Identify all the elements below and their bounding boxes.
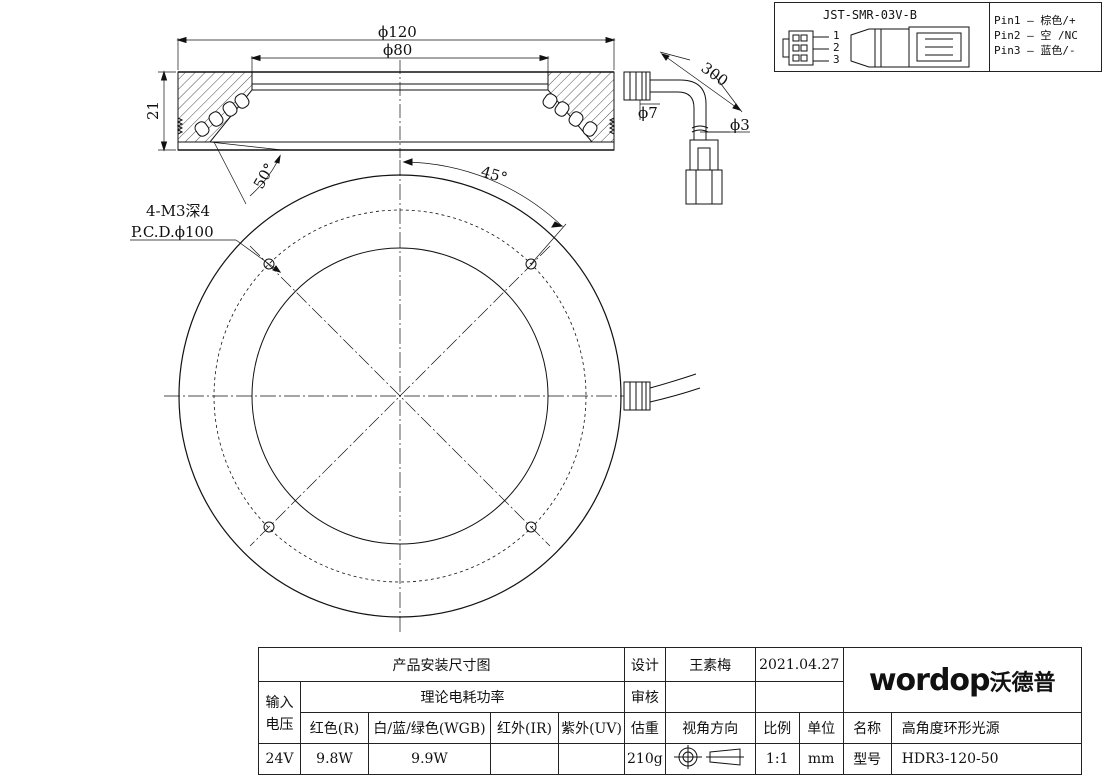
company-logo: wordop沃德普 bbox=[842, 647, 1082, 713]
red-power: 9.8W bbox=[300, 743, 369, 775]
pin-number-2: 2 bbox=[833, 41, 840, 54]
projection-icon bbox=[674, 745, 745, 769]
reviewer-cell bbox=[664, 681, 756, 713]
scale-label: 比例 bbox=[754, 712, 800, 744]
col-ir: 红外(IR) bbox=[490, 712, 559, 744]
side-section-view bbox=[158, 36, 616, 205]
dim-outer-dia: ϕ120 bbox=[378, 23, 417, 41]
led-right-group bbox=[542, 93, 598, 137]
dim-cable-outer: ϕ7 bbox=[638, 104, 658, 122]
pcd-spec: P.C.D.ϕ100 bbox=[131, 223, 214, 241]
bolt-holes bbox=[263, 258, 537, 533]
dim-inner-dia: ϕ80 bbox=[383, 41, 412, 59]
col-red: 红色(R) bbox=[300, 712, 369, 744]
logo-wordmark: wordop bbox=[868, 662, 991, 698]
pin2-label: Pin2 — 空 /NC bbox=[994, 29, 1078, 42]
model-label: 型号 bbox=[842, 743, 892, 775]
review-date-cell bbox=[754, 681, 844, 713]
dim-cable-inner: ϕ3 bbox=[730, 116, 750, 134]
pin3-label: Pin3 — 蓝色/- bbox=[994, 44, 1076, 57]
design-label: 设计 bbox=[624, 647, 666, 682]
power-title: 理论电耗功率 bbox=[300, 681, 625, 713]
dim-height: 21 bbox=[144, 101, 162, 120]
dim-cable-length: 300 bbox=[698, 59, 732, 90]
led-left-group bbox=[194, 93, 250, 137]
name-label: 名称 bbox=[842, 712, 892, 744]
title-block: 产品安装尺寸图 设计 王素梅 2021.04.27 wordop沃德普 输入 电… bbox=[258, 647, 1082, 775]
top-view bbox=[130, 158, 701, 632]
voltage-value: 24V bbox=[258, 743, 301, 775]
view-label: 视角方向 bbox=[664, 712, 756, 744]
uv-power bbox=[558, 743, 625, 775]
col-wgb: 白/蓝/绿色(WGB) bbox=[368, 712, 491, 744]
review-label: 审核 bbox=[624, 681, 666, 713]
model-value: HDR3-120-50 bbox=[890, 743, 1082, 775]
dim-bolt-angle: 45° bbox=[479, 163, 510, 188]
drawing-title: 产品安装尺寸图 bbox=[258, 647, 625, 682]
pin-legend: Pin1 — 棕色/+ Pin2 — 空 /NC Pin3 — 蓝色/- bbox=[990, 2, 1102, 72]
pin-number-1: 1 bbox=[833, 29, 840, 42]
unit-label: 单位 bbox=[798, 712, 844, 744]
input-label: 输入 bbox=[265, 694, 294, 711]
weight-value: 210g bbox=[624, 743, 666, 775]
connector-model: JST-SMR-03V-B bbox=[823, 8, 917, 22]
drawing-date: 2021.04.27 bbox=[754, 647, 844, 682]
cable-assembly bbox=[623, 51, 750, 205]
connector-box: JST-SMR-03V-B 1 2 3 bbox=[774, 2, 990, 72]
ir-power bbox=[490, 743, 559, 775]
connector-side bbox=[685, 169, 723, 205]
wgb-power: 9.9W bbox=[368, 743, 491, 775]
unit-value: mm bbox=[798, 743, 844, 775]
pin-number-3: 3 bbox=[833, 53, 840, 66]
voltage-label: 电压 bbox=[265, 716, 294, 733]
weight-label: 估重 bbox=[624, 712, 666, 744]
scale-value: 1:1 bbox=[754, 743, 800, 775]
product-name: 高角度环形光源 bbox=[890, 712, 1082, 744]
col-uv: 紫外(UV) bbox=[558, 712, 625, 744]
logo-chinese: 沃德普 bbox=[989, 670, 1056, 696]
designer-name: 王素梅 bbox=[664, 647, 756, 682]
pin1-label: Pin1 — 棕色/+ bbox=[994, 14, 1076, 27]
dim-beam-angle: 50° bbox=[250, 160, 279, 192]
thread-spec: 4-M3深4 bbox=[146, 202, 210, 220]
connector-sketch bbox=[782, 26, 970, 68]
projection-symbol bbox=[664, 743, 756, 775]
